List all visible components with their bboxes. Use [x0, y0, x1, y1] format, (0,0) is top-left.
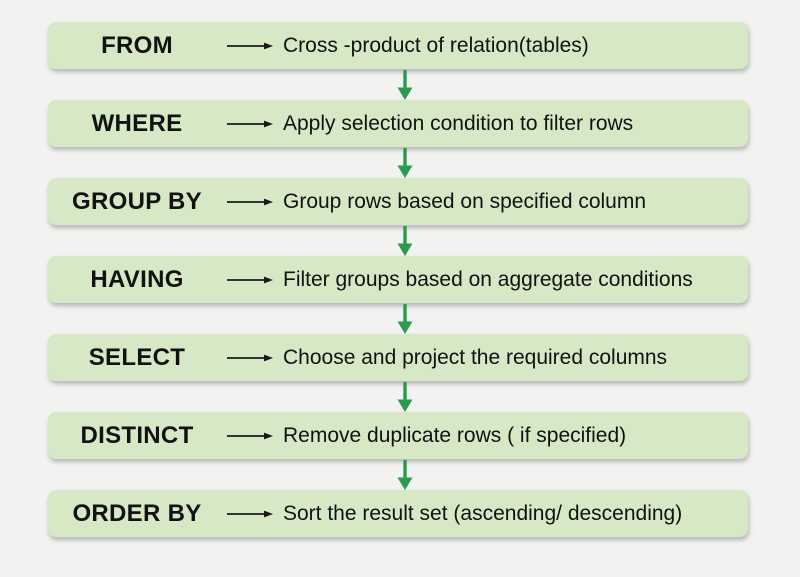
step-keyword: SELECT: [88, 343, 186, 371]
step-description: Cross -product of relation(tables): [283, 33, 589, 57]
right-arrow-icon: [226, 117, 274, 131]
down-arrow-icon: [48, 381, 748, 412]
down-arrow-icon: [48, 69, 748, 100]
step-description: Apply selection condition to filter rows: [283, 111, 634, 135]
step-box-order-by: ORDER BY Sort the result set (ascending/…: [48, 490, 748, 537]
step-box-group-by: GROUP BY Group rows based on specified c…: [48, 178, 748, 225]
step-description: Filter groups based on aggregate conditi…: [283, 267, 693, 291]
step-keyword: HAVING: [90, 265, 184, 293]
step-keyword: FROM: [101, 31, 173, 59]
right-arrow-icon: [226, 429, 274, 443]
step-box-select: SELECT Choose and project the required c…: [48, 334, 748, 381]
right-arrow-icon: [226, 351, 274, 365]
down-arrow-icon: [48, 225, 748, 256]
down-arrow-icon: [48, 459, 748, 490]
step-box-having: HAVING Filter groups based on aggregate …: [48, 256, 748, 303]
step-description: Sort the result set (ascending/ descendi…: [283, 501, 683, 525]
right-arrow-icon: [226, 195, 274, 209]
step-description: Group rows based on specified column: [283, 189, 647, 213]
right-arrow-icon: [226, 39, 274, 53]
step-keyword: WHERE: [91, 109, 183, 137]
down-arrow-icon: [48, 303, 748, 334]
step-box-where: WHERE Apply selection condition to filte…: [48, 100, 748, 147]
sql-order-of-execution-diagram: FROM Cross -product of relation(tables) …: [48, 22, 748, 537]
step-description: Choose and project the required columns: [283, 345, 668, 369]
step-keyword: GROUP BY: [72, 187, 202, 215]
step-keyword: ORDER BY: [72, 499, 202, 527]
step-box-distinct: DISTINCT Remove duplicate rows ( if spec…: [48, 412, 748, 459]
step-box-from: FROM Cross -product of relation(tables): [48, 22, 748, 69]
step-keyword: DISTINCT: [80, 421, 194, 449]
right-arrow-icon: [226, 507, 274, 521]
step-description: Remove duplicate rows ( if specified): [283, 423, 627, 447]
right-arrow-icon: [226, 273, 274, 287]
down-arrow-icon: [48, 147, 748, 178]
